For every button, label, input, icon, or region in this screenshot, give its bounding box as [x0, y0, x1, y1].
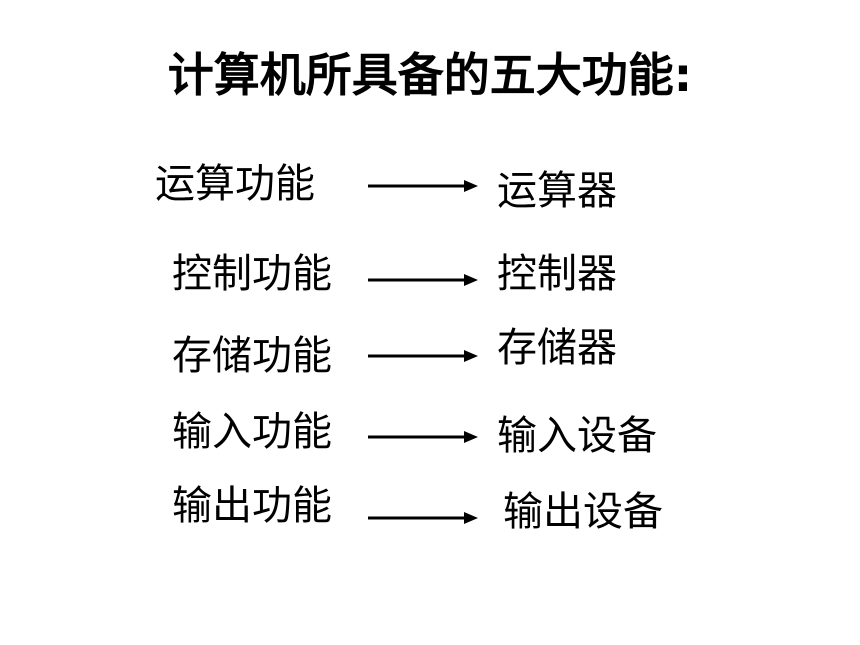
- arrow-right-icon: [368, 273, 478, 287]
- component-label: 输出设备: [503, 489, 663, 535]
- component-label: 控制器: [497, 251, 617, 297]
- arrow-right-icon: [368, 349, 478, 363]
- arrow-right-icon: [368, 511, 478, 525]
- function-label: 输入功能: [172, 409, 332, 455]
- function-label: 控制功能: [172, 251, 332, 297]
- component-label: 运算器: [497, 168, 617, 214]
- function-label: 运算功能: [155, 161, 315, 207]
- slide-title: 计算机所具备的五大功能:: [167, 48, 693, 102]
- function-label: 输出功能: [172, 483, 332, 529]
- component-label: 输入设备: [497, 413, 657, 459]
- arrow-right-icon: [368, 430, 478, 444]
- component-label: 存储器: [497, 325, 617, 371]
- function-label: 存储功能: [172, 333, 332, 379]
- arrow-right-icon: [368, 179, 478, 193]
